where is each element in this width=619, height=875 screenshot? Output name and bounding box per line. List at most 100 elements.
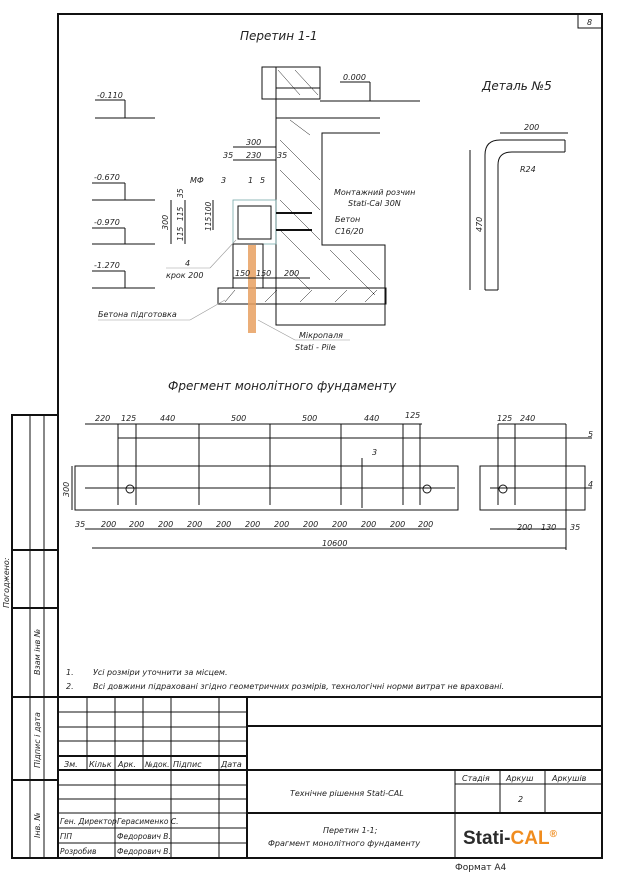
person: Федорович В. <box>117 847 171 856</box>
dim-bottom: 200 <box>390 520 405 529</box>
dim-top: 500 <box>302 414 317 423</box>
mark-mf: МФ <box>190 176 204 185</box>
dim-300: 300 <box>246 138 261 147</box>
dim-35-v: 35 <box>176 188 185 198</box>
dim-115-v: 115 <box>176 206 185 221</box>
sheets-label: Аркушів <box>551 774 587 783</box>
dim-115-v: 115 <box>204 216 213 231</box>
dim-bottom: 200 <box>158 520 173 529</box>
dim-bottom: 200 <box>187 520 202 529</box>
bottom-dims: 35 200 200 200 200 200 200 200 200 200 2… <box>75 520 580 532</box>
dim-230: 230 <box>246 151 261 160</box>
dim-bottom: 200 <box>245 520 260 529</box>
title-block: Зм. Кільк Арк. №док. Підпис Дата Ген. Ди… <box>58 696 602 873</box>
dim-150: 150 <box>256 269 271 278</box>
section-1-1: Перетин 1-1 <box>92 29 420 352</box>
note-number: 1. <box>66 668 74 677</box>
dim-100-v: 100 <box>204 201 213 216</box>
dim-bottom: 200 <box>274 520 289 529</box>
detail-radius: R24 <box>520 165 536 174</box>
person: Федорович В. <box>117 832 171 841</box>
mark-5: 5 <box>588 430 593 439</box>
dim-bottom: 35 <box>570 523 580 532</box>
mark-3: 3 <box>372 448 377 457</box>
dim-top: 440 <box>364 414 379 423</box>
col-header: Зм. <box>64 760 78 769</box>
mortar-label: Монтажний розчин <box>334 188 415 197</box>
dim-top: 125 <box>121 414 136 423</box>
dim-top: 500 <box>231 414 246 423</box>
dim-top: 240 <box>520 414 535 423</box>
concrete-label: С16/20 <box>335 227 364 236</box>
note-text: Усі розміри уточнити за місцем. <box>93 668 228 677</box>
dim-bottom: 200 <box>101 520 116 529</box>
pile-icon <box>248 245 256 333</box>
level-marks <box>92 81 420 289</box>
col-header: №док. <box>144 760 170 769</box>
side-label-sign-date: Підпис і дата <box>33 712 42 768</box>
col-header: Арк. <box>117 760 136 769</box>
sheet-title: Перетин 1-1; <box>323 826 378 835</box>
note-number: 2. <box>66 682 74 691</box>
side-label-replace: Взам інв № <box>33 629 42 675</box>
step-label: крок 200 <box>166 271 203 280</box>
dim-bottom: 200 <box>332 520 347 529</box>
dim-150: 150 <box>235 269 250 278</box>
foundation-fragment: Фрегмент монолітного фундаменту 220 125 … <box>62 379 593 550</box>
fragment-title: Фрегмент монолітного фундаменту <box>168 379 397 393</box>
level-0970: -0.970 <box>94 218 120 227</box>
col-header: Кільк <box>89 760 112 769</box>
pile-label: Мікропаля <box>299 331 343 340</box>
dim-35: 35 <box>223 151 233 160</box>
dim-top: 440 <box>160 414 175 423</box>
mark-5: 5 <box>260 176 265 185</box>
dim-bottom: 35 <box>75 520 85 529</box>
mortar-label: Stati-Cal 30N <box>348 199 401 208</box>
person: Герасименко С. <box>117 817 178 826</box>
prep-label: Бетона підготовка <box>98 310 177 319</box>
dim-top: 125 <box>497 414 512 423</box>
dim-bottom: 130 <box>541 523 556 532</box>
dim-total: 10600 <box>322 539 347 548</box>
mark-1: 1 <box>248 176 253 185</box>
note-text: Всі довжини підраховані згідно геометрич… <box>93 682 504 691</box>
pile-label: Stati - Pile <box>295 343 336 352</box>
mark-3: 3 <box>221 176 226 185</box>
detail-dim-200: 200 <box>524 123 539 132</box>
sheet-value: 2 <box>518 795 523 804</box>
sheet-label: Аркуш <box>505 774 534 783</box>
side-label-agreed: Погоджено: <box>2 557 11 608</box>
format-label: Формат А4 <box>455 863 507 873</box>
dim-200: 200 <box>284 269 299 278</box>
level-1270: -1.270 <box>94 261 120 270</box>
dim-bottom: 200 <box>361 520 376 529</box>
detail-title: Деталь №5 <box>481 79 552 93</box>
mark-4: 4 <box>185 259 190 268</box>
role: ГІП <box>60 832 72 841</box>
stage-label: Стадія <box>462 774 490 783</box>
dim-bottom: 200 <box>303 520 318 529</box>
col-header: Підпис <box>173 760 202 769</box>
mark-4: 4 <box>588 480 593 489</box>
project-name: Технічне рішення Stati-CAL <box>290 789 404 798</box>
dim-bottom: 200 <box>418 520 433 529</box>
dim-top: 220 <box>95 414 110 423</box>
side-label-inv: Інв. № <box>33 812 42 838</box>
level-0670: -0.670 <box>94 173 120 182</box>
dim-35: 35 <box>277 151 287 160</box>
sheet-number-box <box>577 13 603 29</box>
dim-top: 125 <box>405 411 420 420</box>
dim-115-v: 115 <box>176 226 185 241</box>
sheet-frame <box>57 13 603 859</box>
level-0000: 0.000 <box>343 73 366 82</box>
role: Ген. Директор <box>60 817 117 826</box>
level-0110: -0.110 <box>97 91 123 100</box>
dim-bottom: 200 <box>129 520 144 529</box>
sheet-title: Фрагмент монолітного фундаменту <box>268 839 420 848</box>
concrete-label: Бетон <box>335 215 360 224</box>
col-header: Дата <box>220 760 242 769</box>
side-strip: Погоджено: Взам інв № Підпис і дата Інв.… <box>2 414 59 859</box>
detail-5: Деталь №5 200 R24 470 <box>469 79 568 291</box>
sheet-number: 8 <box>587 18 592 27</box>
